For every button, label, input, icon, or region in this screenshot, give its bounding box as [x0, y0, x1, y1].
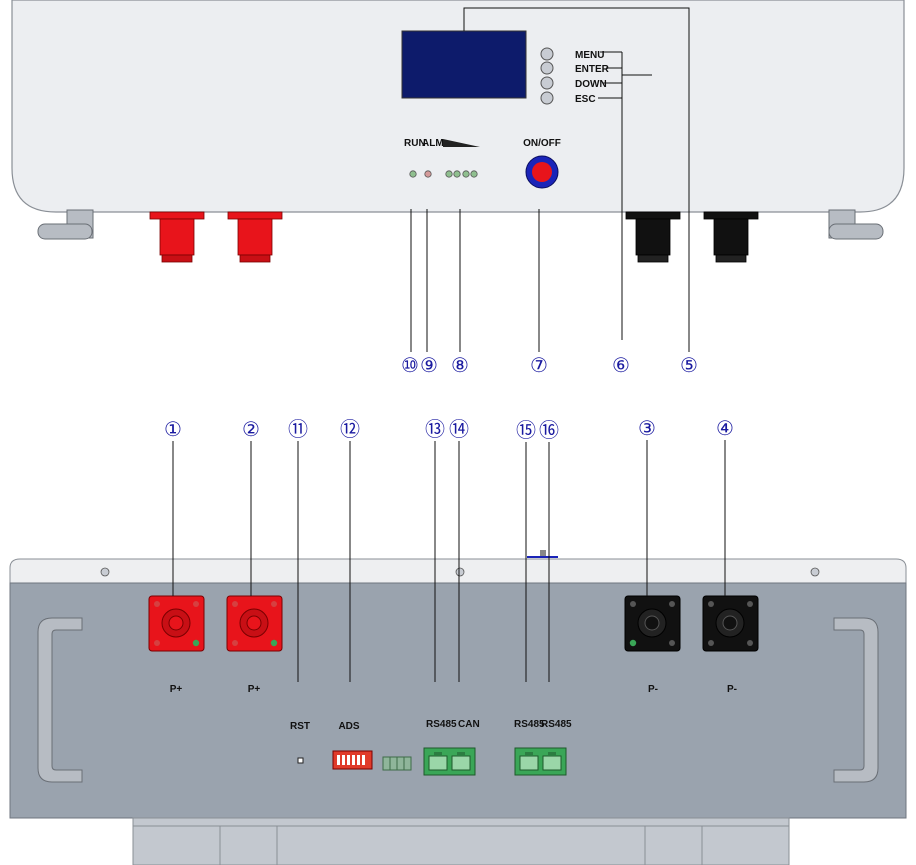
- top-callout-leaders: [410, 7, 690, 352]
- negative-terminal-1[interactable]: [624, 595, 681, 652]
- left-handle: [37, 209, 94, 240]
- menu-key[interactable]: [540, 47, 554, 61]
- screw-3: [810, 567, 820, 577]
- soc-led-3: [462, 170, 470, 178]
- screw-1: [100, 567, 110, 577]
- positive-terminal-1[interactable]: [148, 595, 205, 652]
- power-switch[interactable]: [525, 155, 559, 189]
- positive-connector-1: [149, 211, 205, 263]
- callout-15: ⑮: [516, 418, 536, 442]
- rear-base: [132, 817, 790, 865]
- callout-14: ⑭: [449, 417, 469, 441]
- callout-12: ⑫: [340, 417, 360, 441]
- soc-wedge-icon: [443, 139, 480, 147]
- enter-key[interactable]: [540, 61, 554, 75]
- key-label-leaders: [598, 51, 652, 99]
- run-label: RUN: [404, 138, 426, 149]
- lcd-display: [401, 30, 527, 99]
- run-led: [409, 170, 417, 178]
- alm-led: [424, 170, 432, 178]
- callout-1: ①: [164, 417, 182, 441]
- bottom-callout-leaders: [172, 440, 726, 682]
- right-handle: [828, 209, 884, 240]
- alm-label: ALM: [422, 138, 444, 149]
- esc-key[interactable]: [540, 91, 554, 105]
- p-minus-1-label: P-: [648, 684, 658, 695]
- callout-11: ⑪: [288, 417, 308, 441]
- enter-key-label: ENTER: [575, 64, 610, 75]
- soc-led-2: [453, 170, 461, 178]
- rs485-label: RS485: [426, 719, 457, 730]
- rs485-ports[interactable]: [514, 747, 567, 776]
- can-label: CAN: [458, 719, 480, 730]
- menu-key-label: MENU: [575, 50, 604, 61]
- down-key[interactable]: [540, 76, 554, 90]
- p-minus-2-label: P-: [727, 684, 737, 695]
- esc-key-label: ESC: [575, 94, 596, 105]
- callout-10: ⑩: [401, 353, 419, 377]
- negative-connector-2: [703, 211, 759, 263]
- negative-terminal-2[interactable]: [702, 595, 759, 652]
- callout-4: ④: [716, 416, 734, 440]
- callout-16: ⑯: [539, 418, 559, 442]
- callout-9: ⑨: [420, 353, 438, 377]
- rs485-a-label: RS485: [514, 719, 545, 730]
- callout-6: ⑥: [612, 353, 630, 377]
- callout-3: ③: [638, 416, 656, 440]
- rst-button[interactable]: [297, 757, 304, 764]
- keypad: [540, 47, 554, 105]
- rst-label: RST: [290, 721, 310, 732]
- soc-led-1: [445, 170, 453, 178]
- rear-left-handle: [37, 617, 83, 783]
- callout-2: ②: [242, 417, 260, 441]
- soc-led-4: [470, 170, 478, 178]
- screw-2: [455, 567, 465, 577]
- callout-7: ⑦: [530, 353, 548, 377]
- front-panel: MENU ENTER DOWN ESC RUN ALM ON/OFF: [11, 0, 905, 263]
- p-plus-2-label: P+: [248, 684, 261, 695]
- rear-body: [9, 582, 907, 819]
- ads-dip-switch[interactable]: [332, 750, 373, 770]
- p-plus-1-label: P+: [170, 684, 183, 695]
- ads-label: ADS: [338, 721, 359, 732]
- callout-5: ⑤: [680, 353, 698, 377]
- front-housing: [11, 0, 905, 213]
- rear-panel: P+ P+ P- P- RST ADS RS485 CAN RS485 RS48…: [9, 550, 907, 865]
- negative-connector-1: [625, 211, 681, 263]
- top-tab: [540, 550, 546, 556]
- callout-13: ⑬: [425, 417, 445, 441]
- positive-terminal-2[interactable]: [226, 595, 283, 652]
- callout-8: ⑧: [451, 353, 469, 377]
- down-key-label: DOWN: [575, 79, 607, 90]
- rs485-can-ports[interactable]: [423, 747, 476, 776]
- rear-right-handle: [833, 617, 879, 783]
- positive-connector-2: [227, 211, 283, 263]
- rs485-b-label: RS485: [541, 719, 572, 730]
- aux-connector: [382, 756, 412, 771]
- power-switch-label: ON/OFF: [523, 138, 561, 149]
